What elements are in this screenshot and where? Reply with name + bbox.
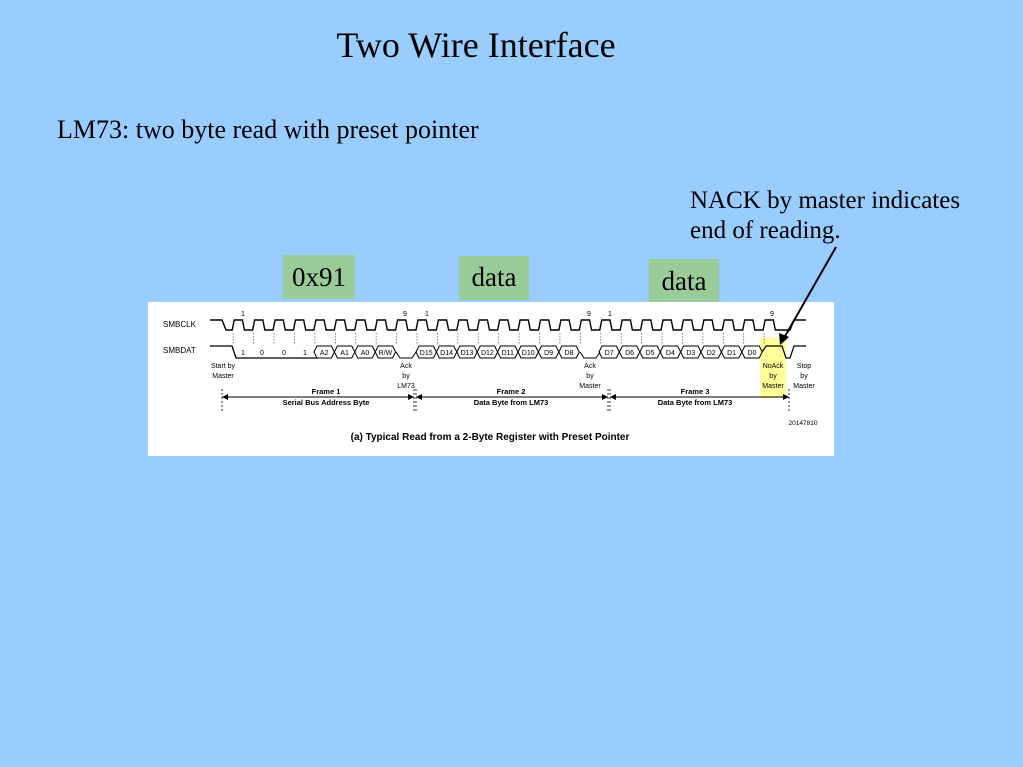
clock-number-5: 9 — [770, 311, 774, 318]
frame2-bit-7: D8 — [565, 350, 574, 357]
frame1-addr-bit-2: A0 — [361, 350, 370, 357]
stop-label-2: Master — [793, 383, 815, 390]
frame2-bracket-arrow-right — [602, 394, 608, 400]
frame3-bracket-arrow-left — [610, 394, 616, 400]
start-label-0: Start by — [211, 363, 236, 370]
frame2-bit-2: D13 — [461, 350, 474, 357]
smbclk-waveform — [210, 319, 806, 331]
frame2-bracket-arrow-left — [416, 394, 422, 400]
clock-number-2: 1 — [425, 311, 429, 318]
ack-master-label-2: Master — [579, 383, 601, 390]
ack-master-label-1: by — [586, 373, 594, 380]
frame3-bit-7: D0 — [748, 350, 757, 357]
smbdat-label: SMBDAT — [163, 346, 196, 355]
frame-title-0: Frame 1 — [312, 387, 341, 396]
frame3-bit-1: D6 — [625, 350, 634, 357]
frame1-bit-2: 0 — [282, 350, 286, 357]
frame3-bracket-arrow-right — [783, 394, 789, 400]
frame1-bit-0: 1 — [241, 350, 245, 357]
stop-label-0: Stop — [797, 363, 812, 370]
frame-title-1: Frame 2 — [497, 387, 526, 396]
frame2-bit-1: D14 — [440, 350, 453, 357]
start-label-1: Master — [212, 373, 234, 380]
clock-number-0: 1 — [241, 311, 245, 318]
noack-stop-line — [761, 345, 806, 359]
frame1-addr-bit-0: A2 — [320, 350, 329, 357]
slide-subtitle: LM73: two byte read with preset pointer — [57, 115, 479, 144]
stop-label-1: by — [800, 373, 808, 380]
frame3-bit-3: D4 — [666, 350, 675, 357]
address-tag: 0x91 — [283, 255, 355, 299]
smbclk-label: SMBCLK — [163, 320, 197, 329]
nack-pointer-arrowhead — [779, 333, 789, 345]
ack-lm73-label-0: Ack — [400, 363, 412, 370]
data-tag-2: data — [649, 259, 719, 303]
frame1-bracket-arrow-left — [222, 394, 228, 400]
ack-lm73-label-2: LM73 — [397, 383, 415, 390]
frame3-bit-5: D2 — [707, 350, 716, 357]
data-tag-1: data — [459, 256, 529, 300]
nack-note-line-1: NACK by master indicates — [690, 187, 961, 214]
frame1-bit-1: 0 — [260, 350, 264, 357]
ack-lm73-dip — [395, 351, 417, 359]
clock-number-1: 9 — [403, 311, 407, 318]
noack-label-2: Master — [762, 383, 784, 390]
diagram-caption: (a) Typical Read from a 2-Byte Register … — [351, 432, 630, 443]
frame1-addr-cell-3 — [374, 345, 397, 359]
figure-id: 20147810 — [789, 420, 818, 427]
smbdat-start-line — [210, 345, 318, 359]
frame-subtitle-0: Serial Bus Address Byte — [283, 398, 370, 407]
frame2-bit-3: D12 — [481, 350, 494, 357]
frame3-bit-0: D7 — [605, 350, 614, 357]
frame1-addr-bit-3: R/W — [379, 350, 393, 357]
frame2-bit-5: D10 — [522, 350, 535, 357]
nack-pointer-line — [783, 246, 837, 339]
clock-number-3: 9 — [587, 311, 591, 318]
noack-label-1: by — [769, 373, 777, 380]
frame2-bit-4: D11 — [502, 350, 514, 357]
ack-master-dip — [579, 351, 601, 359]
clock-number-4: 1 — [608, 311, 612, 318]
nack-note-line-2: end of reading. — [690, 217, 841, 244]
slide-title: Two Wire Interface — [336, 25, 616, 65]
frame2-cell-7 — [558, 345, 580, 359]
frame3-bit-2: D5 — [646, 350, 655, 357]
frame2-bit-0: D15 — [420, 350, 433, 357]
frame1-bracket-arrow-right — [408, 394, 414, 400]
frame3-bit-6: D1 — [727, 350, 736, 357]
frame1-addr-bit-1: A1 — [340, 350, 349, 357]
ack-master-label-0: Ack — [584, 363, 596, 370]
frame3-bit-4: D3 — [686, 350, 695, 357]
frame1-bit-3: 1 — [303, 350, 307, 357]
frame-subtitle-1: Data Byte from LM73 — [474, 398, 549, 407]
noack-label-0: NoAck — [763, 363, 784, 370]
frame-title-2: Frame 3 — [681, 387, 710, 396]
ack-lm73-label-1: by — [402, 373, 410, 380]
frame-subtitle-2: Data Byte from LM73 — [658, 398, 733, 407]
frame2-bit-6: D9 — [544, 350, 553, 357]
nack-note: NACK by master indicates end of reading. — [690, 186, 1020, 246]
